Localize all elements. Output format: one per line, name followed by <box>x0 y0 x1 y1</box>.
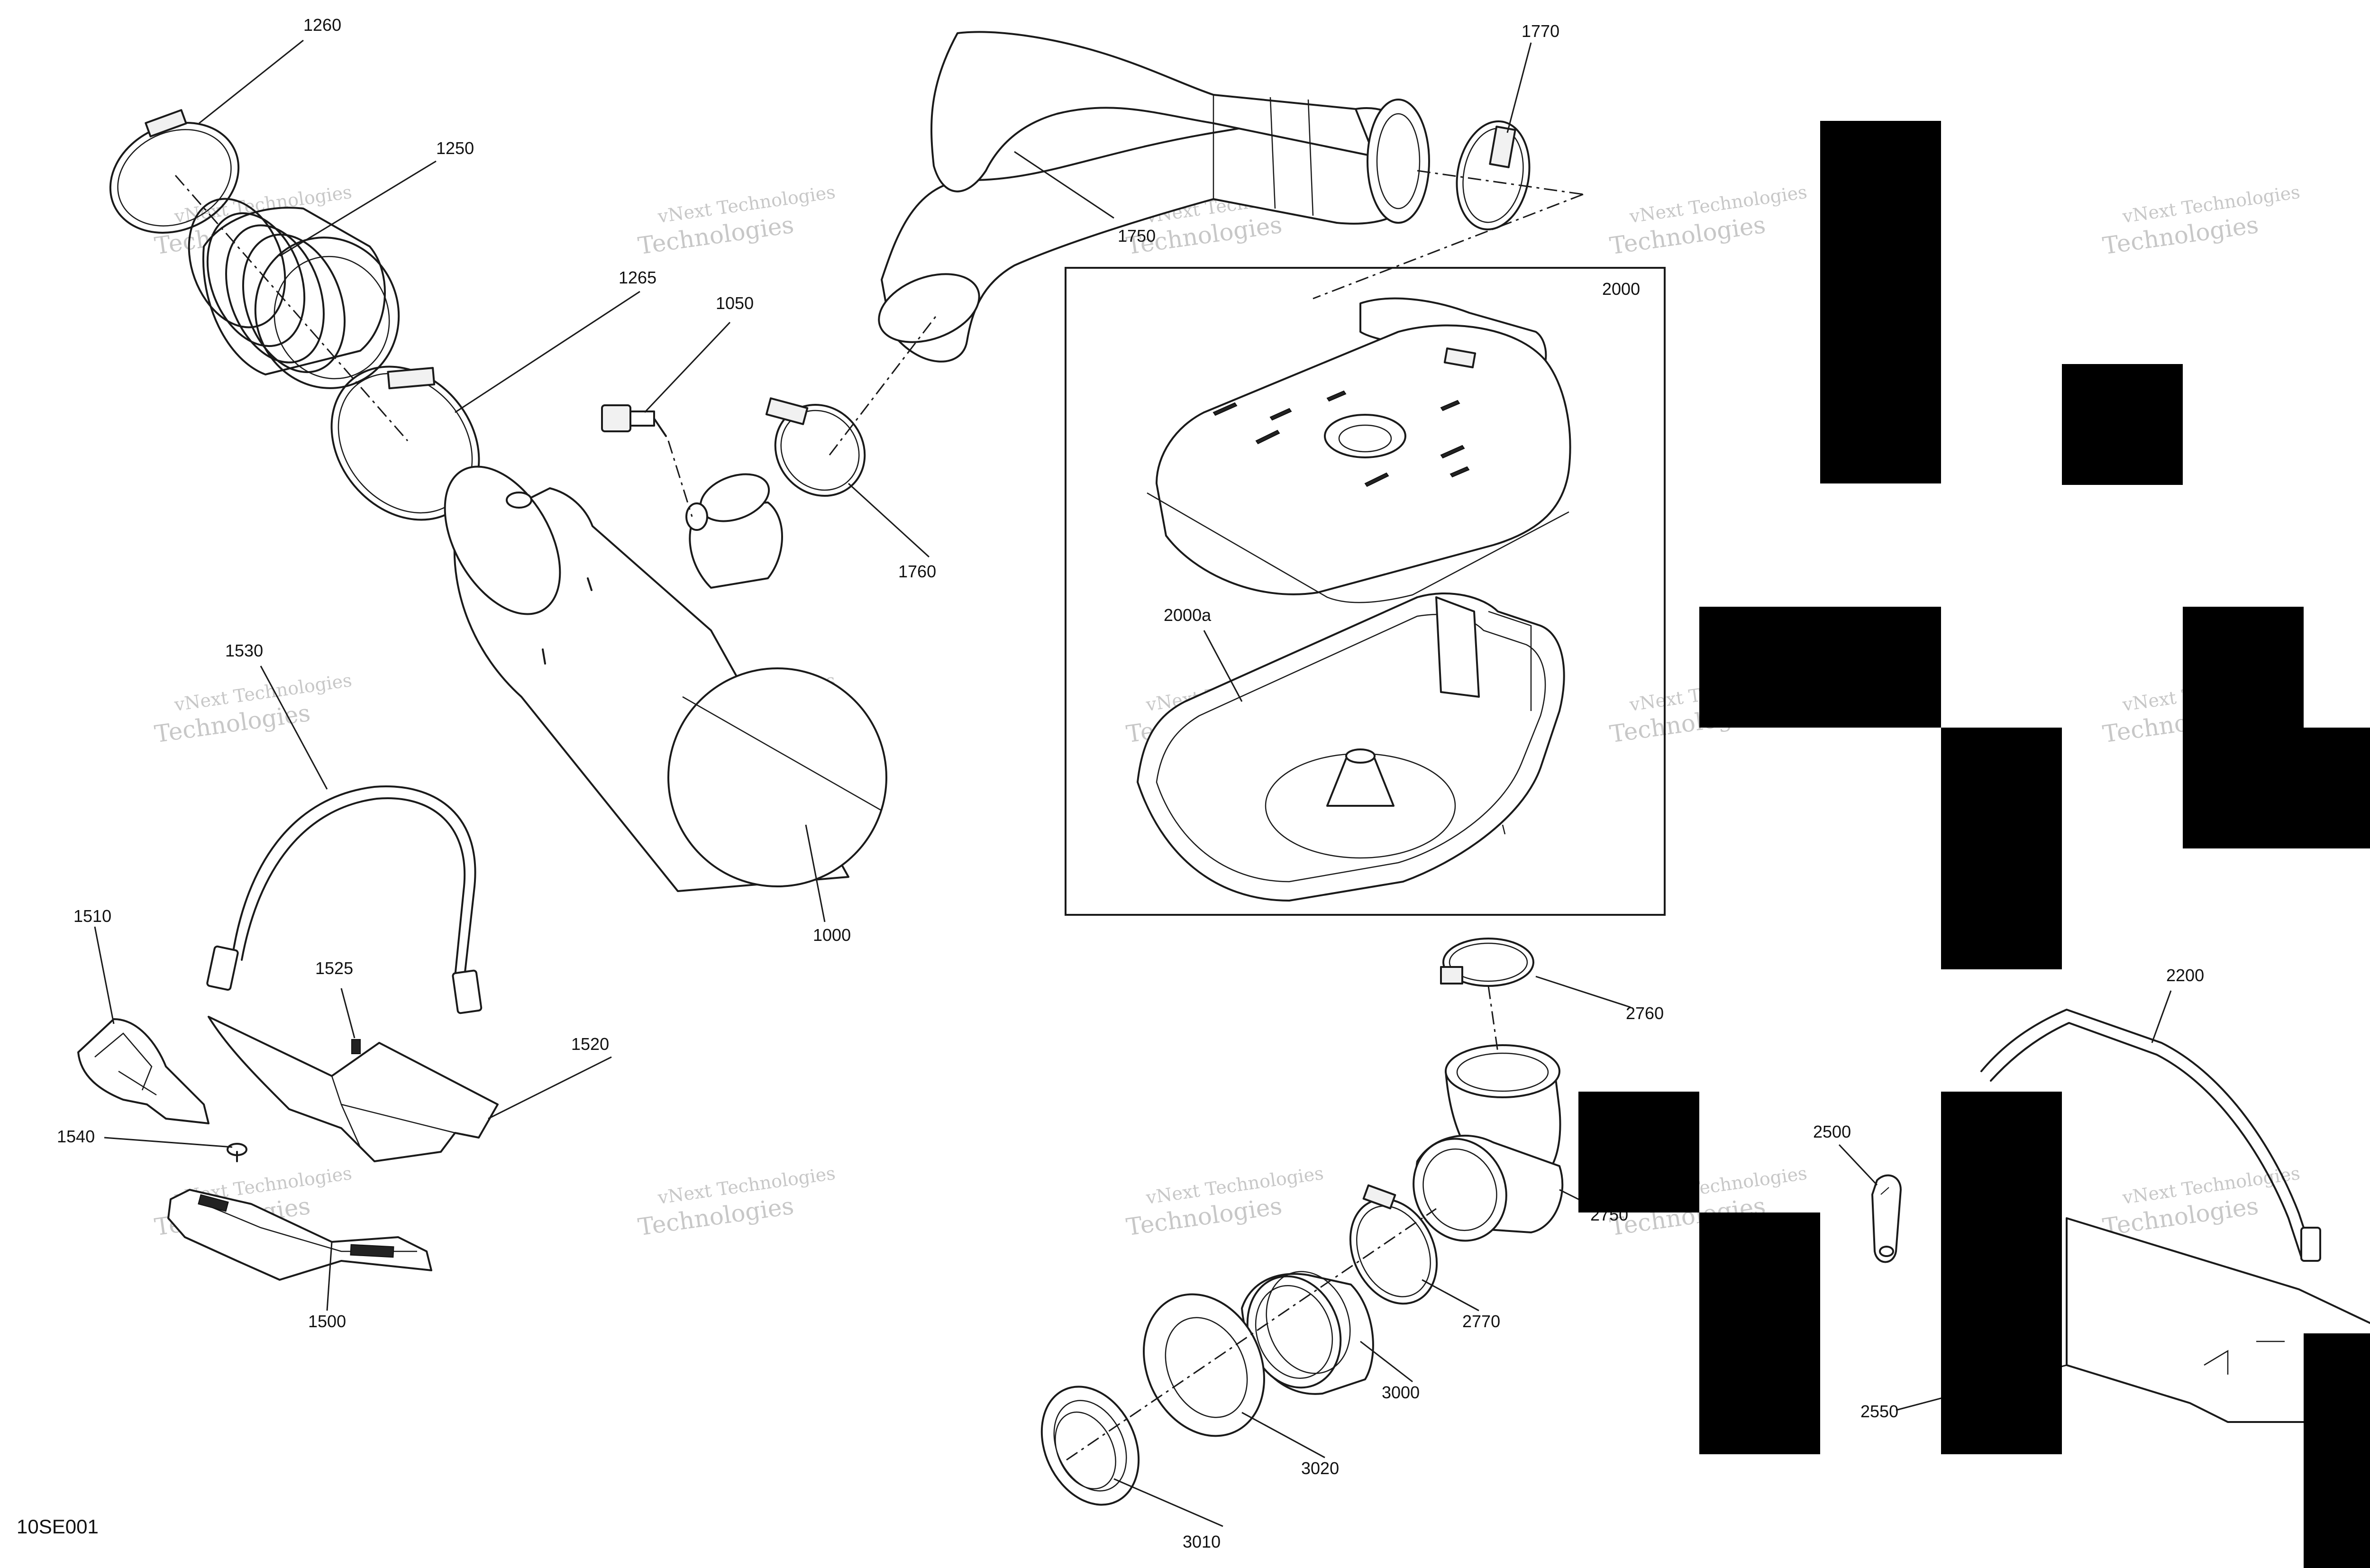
part-2750-elbow <box>1413 1044 1564 1242</box>
part-1500-plate <box>167 1189 432 1281</box>
callout-1050: 1050 <box>716 293 754 313</box>
part-2500-link <box>1871 1174 1902 1263</box>
watermark: vNext Technologies Technologies <box>2101 1163 2301 1241</box>
callout-1520: 1520 <box>571 1034 609 1054</box>
callout-1260: 1260 <box>303 15 341 35</box>
part-2000a-airbox-base <box>1137 592 1565 902</box>
callout-2200: 2200 <box>2166 966 2204 985</box>
callout-1525: 1525 <box>315 958 353 978</box>
part-1760-clamp <box>765 397 866 497</box>
part-2770-clamp <box>1349 1184 1438 1305</box>
callout-2550: 2550 <box>1860 1402 1898 1421</box>
assembly-2000-frame <box>1065 267 1666 916</box>
callout-1750: 1750 <box>1118 226 1156 246</box>
part-2550-panel <box>2066 1217 2370 1423</box>
part-1770-clamp <box>1456 120 1531 230</box>
callout-3010: 3010 <box>1183 1532 1221 1551</box>
callout-1540: 1540 <box>57 1127 95 1146</box>
part-1750-hose <box>878 31 1430 363</box>
callout-3020: 3020 <box>1301 1459 1339 1478</box>
part-3010-nut <box>1040 1386 1140 1506</box>
part-2000-airbox-cover <box>1147 297 1571 603</box>
callout-1250: 1250 <box>436 138 474 158</box>
callout-2760: 2760 <box>1626 1003 1664 1023</box>
part-3000-adaptor <box>1241 1271 1374 1395</box>
callout-1510: 1510 <box>73 906 111 926</box>
callout-labels: 1260 1250 1265 1050 1750 1760 1770 2000 … <box>57 15 2204 1551</box>
callout-1770: 1770 <box>1522 21 1559 41</box>
callout-3000: 3000 <box>1382 1383 1420 1402</box>
callout-1265: 1265 <box>619 268 656 287</box>
callout-1530: 1530 <box>225 641 263 660</box>
redaction-blocks <box>1578 121 2370 1568</box>
callout-1760: 1760 <box>898 562 936 581</box>
part-1520-heat-shield <box>208 1016 499 1162</box>
leader-lines <box>94 39 2172 1527</box>
part-1525-screw <box>351 1039 361 1054</box>
watermark: vNext Technologies Technologies <box>636 182 837 260</box>
part-2200-bracket <box>1980 1009 2321 1262</box>
part-1510-bracket <box>77 1018 210 1124</box>
part-1050-sensor <box>601 404 667 437</box>
part-3020-gasket <box>1143 1293 1265 1437</box>
callout-2000a: 2000a <box>1164 605 1212 625</box>
part-2760-clamp <box>1440 938 1534 987</box>
part-1260-clamp <box>109 109 240 234</box>
watermark: vNext Technologies Technologies <box>153 670 353 748</box>
watermark: vNext Technologies Technologies <box>2101 182 2301 260</box>
part-1250-coupler <box>188 198 400 389</box>
callout-1500: 1500 <box>308 1312 346 1331</box>
callout-2500: 2500 <box>1813 1122 1851 1141</box>
watermark: vNext Technologies Technologies <box>1124 1163 1325 1241</box>
watermark: vNext Technologies Technologies <box>636 1163 837 1241</box>
part-1530-strap <box>206 785 483 1014</box>
diagram-code: 10SE001 <box>17 1515 99 1538</box>
part-1540-fastener <box>227 1143 247 1162</box>
center-lines <box>174 170 1584 1461</box>
callout-1000: 1000 <box>813 925 851 945</box>
callout-2770: 2770 <box>1462 1312 1500 1331</box>
part-1000-silencer <box>444 465 887 892</box>
callout-2000: 2000 <box>1602 279 1640 299</box>
watermark: vNext Technologies Technologies <box>1608 182 1808 260</box>
